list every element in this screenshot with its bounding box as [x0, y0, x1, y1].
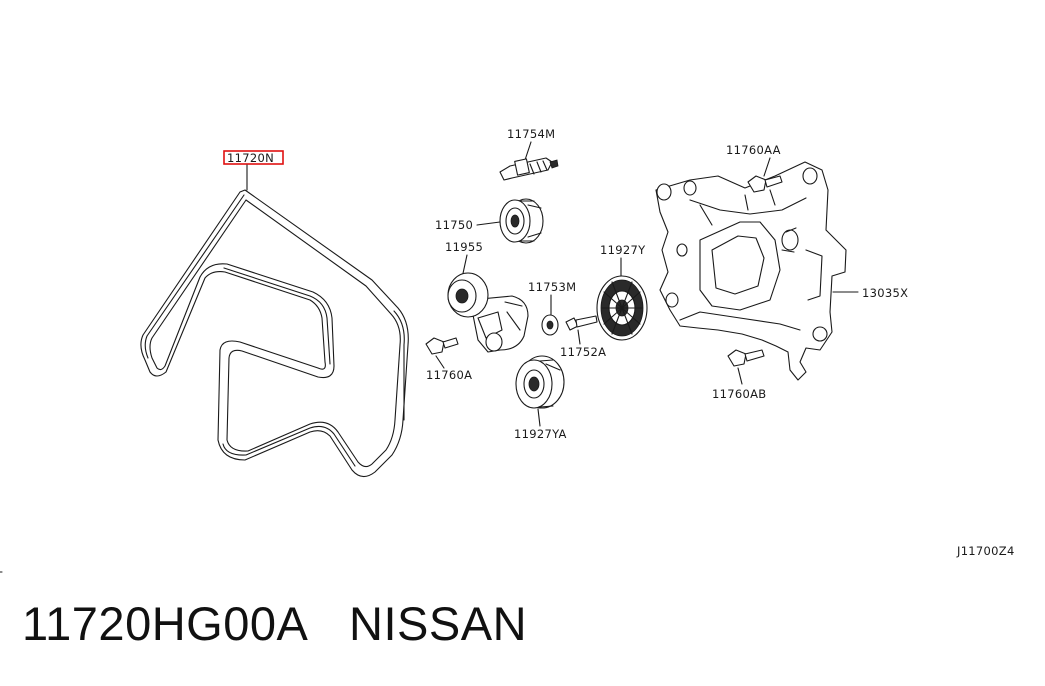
callout-tensioner: 11955 — [445, 240, 483, 254]
part-11927y[interactable]: 11927Y — [596, 243, 648, 341]
callout-idler-pulley: 11750 — [435, 218, 473, 232]
highlight-box — [223, 150, 284, 165]
drive-belt[interactable] — [140, 189, 409, 478]
callout-lower-idler: 11927YA — [514, 427, 567, 441]
part-11754m[interactable]: 11754M — [499, 127, 559, 181]
part-11760ab[interactable]: 11760AB — [712, 349, 766, 401]
callout-bolt-pulley: 11754M — [507, 127, 555, 141]
part-13035x[interactable]: 13035X — [655, 161, 908, 381]
part-11760a[interactable]: 11760A — [425, 337, 472, 382]
callout-alternator-pulley: 11927Y — [600, 243, 646, 257]
part-11955[interactable]: 11955 — [445, 240, 529, 353]
part-11752a[interactable]: 11752A — [560, 315, 606, 359]
callout-11720n[interactable]: 11720N — [223, 150, 284, 165]
caption-part-number: 11720HG00A — [22, 597, 309, 650]
part-caption: 11720HG00A NISSAN — [22, 596, 527, 651]
callout-pulley-bolt: 11752A — [560, 345, 606, 359]
part-11927ya[interactable]: 11927YA — [514, 355, 567, 441]
figure-code: J11700Z4 — [956, 544, 1015, 558]
callout-bracket: 13035X — [862, 286, 908, 300]
callout-bracket-bolt-bottom: 11760AB — [712, 387, 766, 401]
callout-tensioner-bolt: 11760A — [426, 368, 472, 382]
part-11750[interactable]: 11750 — [435, 198, 544, 244]
part-11753m[interactable]: 11753M — [528, 280, 576, 336]
caption-brand: NISSAN — [349, 597, 528, 650]
part-11760aa[interactable]: 11760AA — [726, 143, 783, 193]
callout-tensioner-cap: 11753M — [528, 280, 576, 294]
callout-belt-label: 11720N — [227, 151, 274, 165]
callout-bracket-bolt-top: 11760AA — [726, 143, 781, 157]
